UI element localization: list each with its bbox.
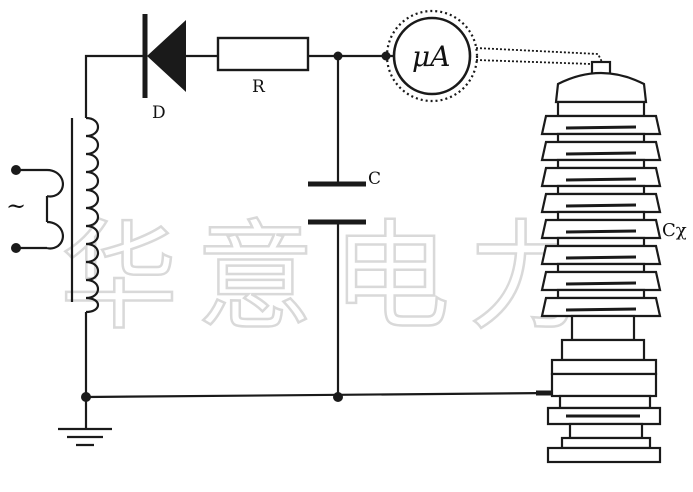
test-object-bushing xyxy=(540,60,662,464)
diode-label: D xyxy=(152,103,166,123)
ac-symbol: ~ xyxy=(6,192,26,220)
shielded-lead xyxy=(475,47,605,73)
capacitor-label: C xyxy=(368,169,381,189)
diode xyxy=(142,14,186,98)
transformer xyxy=(70,116,100,314)
microammeter xyxy=(385,9,479,103)
resistor xyxy=(216,36,310,72)
ac-source: ~ xyxy=(6,165,64,253)
test-object-label: Cχ xyxy=(662,220,687,241)
watermark-text: 华意电力 xyxy=(60,208,604,346)
microammeter-label: μA xyxy=(412,40,450,73)
ground-symbol xyxy=(58,427,112,447)
wiring xyxy=(84,54,553,428)
capacitor xyxy=(308,181,366,225)
resistor-label: R xyxy=(252,77,266,97)
